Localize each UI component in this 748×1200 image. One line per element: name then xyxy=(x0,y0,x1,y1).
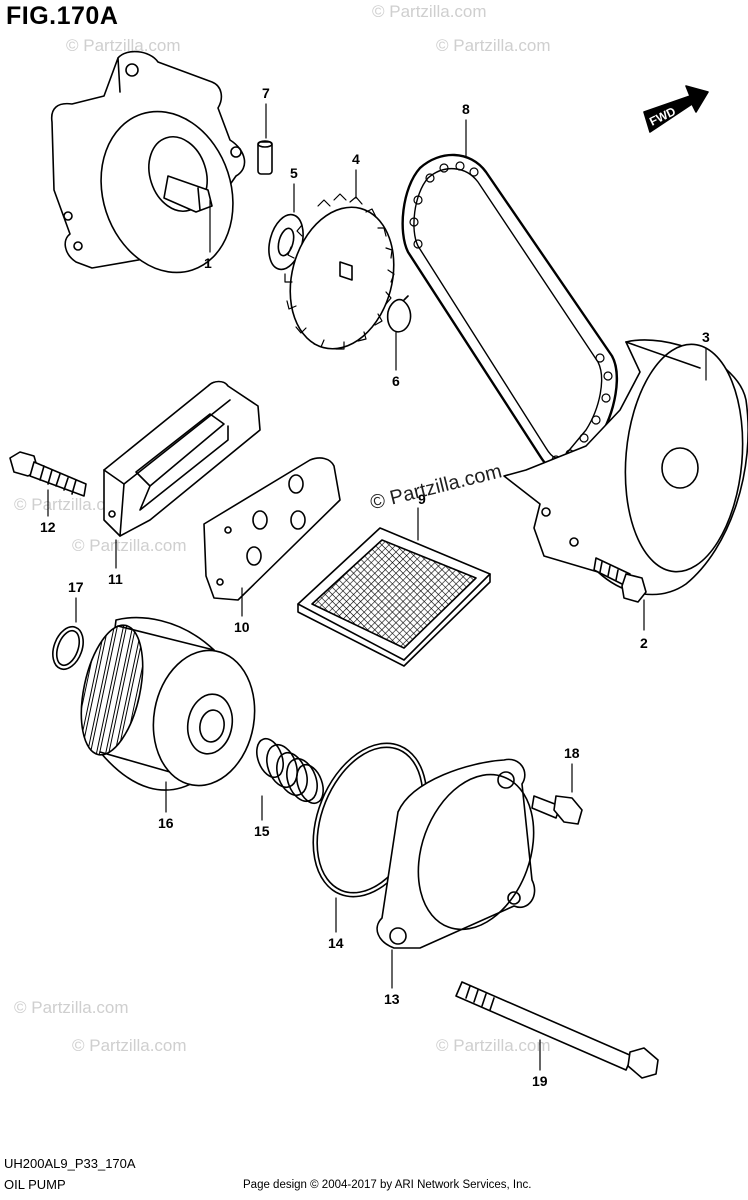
callout-17: 17 xyxy=(68,579,84,595)
bolt-19 xyxy=(455,981,659,1079)
copyright-footer: Page design © 2004-2017 by ARI Network S… xyxy=(243,1179,532,1191)
callout-9: 9 xyxy=(418,491,426,507)
filter-cover xyxy=(376,758,536,949)
oil-filter xyxy=(80,616,256,791)
callout-16: 16 xyxy=(158,815,174,831)
callout-3: 3 xyxy=(702,329,710,345)
callout-2: 2 xyxy=(640,635,648,651)
section-name: OIL PUMP xyxy=(4,1177,66,1192)
callout-15: 15 xyxy=(254,823,270,839)
diagram-code: UH200AL9_P33_170A xyxy=(4,1156,136,1171)
oil-strainer xyxy=(297,527,491,667)
strainer-housing xyxy=(103,380,261,537)
callout-8: 8 xyxy=(462,101,470,117)
callout-10: 10 xyxy=(234,619,250,635)
leader-lines xyxy=(47,103,707,1071)
chain-guide-cover xyxy=(503,339,748,596)
callout-14: 14 xyxy=(328,935,344,951)
watermark: © Partzilla.com xyxy=(66,36,181,55)
oil-pump-body xyxy=(50,50,246,274)
dowel-pin xyxy=(257,140,273,175)
figure-title: FIG.170A xyxy=(6,2,119,30)
drive-sprocket xyxy=(284,193,395,350)
callout-19: 19 xyxy=(532,1073,548,1089)
bolt-18 xyxy=(531,795,583,825)
callout-13: 13 xyxy=(384,991,400,1007)
watermark: © Partzilla.com xyxy=(14,495,129,514)
spring xyxy=(256,737,324,805)
bolt-2 xyxy=(593,557,647,603)
gasket xyxy=(203,457,341,601)
watermark: © Partzilla.com xyxy=(372,2,487,21)
callout-5: 5 xyxy=(290,165,298,181)
callout-1: 1 xyxy=(204,255,212,271)
watermark: © Partzilla.com xyxy=(14,998,129,1017)
callout-numbers: 1 2 3 4 5 6 7 8 9 10 11 12 13 14 15 16 1… xyxy=(40,85,710,1089)
callout-6: 6 xyxy=(392,373,400,389)
callout-4: 4 xyxy=(352,151,360,167)
bolt-12 xyxy=(9,451,87,497)
callout-12: 12 xyxy=(40,519,56,535)
o-ring-17 xyxy=(52,625,84,671)
drive-chain xyxy=(401,153,618,475)
callout-7: 7 xyxy=(262,85,270,101)
watermark: © Partzilla.com xyxy=(72,1036,187,1055)
callout-18: 18 xyxy=(564,745,580,761)
watermark: © Partzilla.com xyxy=(436,1036,551,1055)
watermark: © Partzilla.com xyxy=(72,536,187,555)
fwd-arrow-icon xyxy=(643,85,709,133)
watermark: © Partzilla.com xyxy=(436,36,551,55)
callout-11: 11 xyxy=(108,571,123,587)
circlip xyxy=(386,295,412,333)
